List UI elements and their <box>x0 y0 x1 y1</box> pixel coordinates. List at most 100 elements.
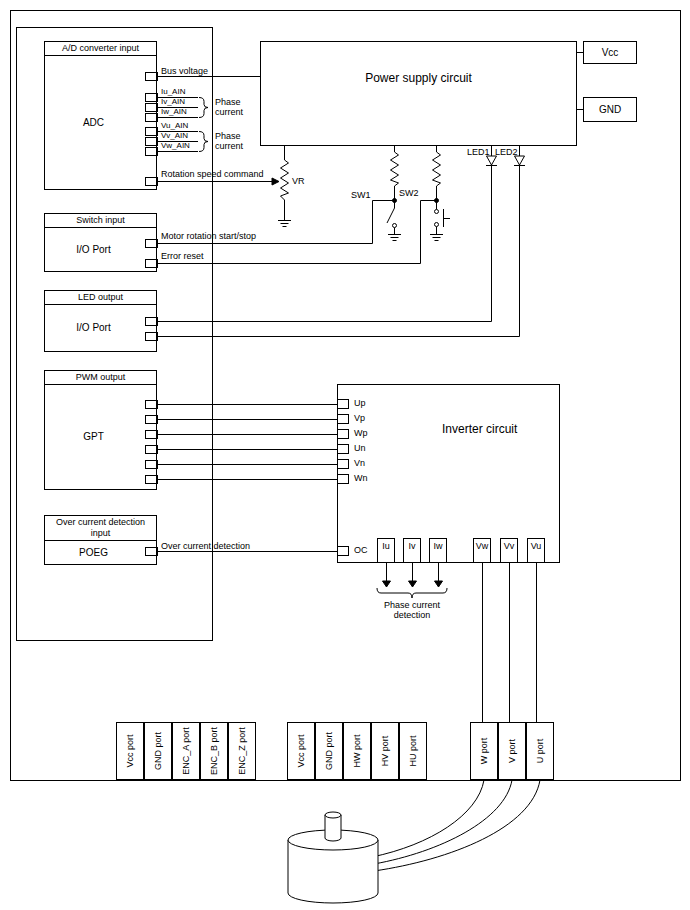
symbol-mark <box>435 199 439 203</box>
pin-label: Vn <box>354 458 365 468</box>
connector-port: HU port <box>399 722 427 780</box>
block-heading: A/D converter input <box>45 42 156 56</box>
signal-label: Motor rotation start/stop <box>161 231 256 241</box>
block-label: Vcc <box>602 47 619 59</box>
pin-terminal: Vw <box>473 538 492 563</box>
signal-label: Phase current <box>215 97 259 118</box>
port-label: HU port <box>408 735 418 766</box>
block-heading: PWM output <box>45 371 156 385</box>
connector-port: V port <box>498 722 526 780</box>
wire-connector <box>157 464 337 465</box>
pin-square <box>146 178 158 186</box>
pin-square <box>146 446 158 454</box>
signal-wire <box>157 201 437 264</box>
pin-terminal: Vn <box>337 459 349 469</box>
block-heading: Switch input <box>45 214 156 228</box>
pin-square <box>146 138 158 146</box>
wire-connector <box>157 551 337 552</box>
pin-terminal: OC <box>337 546 349 556</box>
pin-terminal: Vv <box>500 538 518 563</box>
motor-illustration <box>288 812 378 903</box>
pin-square <box>146 240 158 248</box>
pin-square <box>146 318 158 326</box>
pin-square <box>146 128 158 136</box>
pin-terminal: Iw <box>429 538 447 563</box>
signal-wire <box>374 780 512 864</box>
pin-label: Iu <box>382 541 390 551</box>
port-label: GND port <box>153 732 163 770</box>
pin-square <box>146 114 158 122</box>
pin-square <box>146 476 158 484</box>
signal-wire <box>386 563 387 581</box>
signal-wire <box>278 220 291 221</box>
mcu-function-block: PWM outputGPT <box>44 370 157 490</box>
signal-wire <box>157 201 395 244</box>
pin-terminal: Vp <box>337 414 349 424</box>
wire-connector <box>157 76 260 77</box>
pin-terminal: Vu <box>527 538 545 563</box>
motor-illustration <box>325 812 341 818</box>
signal-label: Vw_AIN <box>161 141 190 150</box>
signal-wire <box>436 227 437 235</box>
pin-square <box>146 548 158 556</box>
pin-label: Up <box>354 398 366 408</box>
wire-connector <box>482 563 483 722</box>
port-label: W port <box>479 738 489 765</box>
pin-label: Iv <box>408 541 415 551</box>
signal-label: LED2 <box>495 147 518 157</box>
pin-square <box>146 333 158 341</box>
pin-square <box>146 401 158 409</box>
pin-label: Iw <box>434 541 443 551</box>
port-label: HV port <box>380 736 390 767</box>
port-label: Vcc port <box>125 734 135 767</box>
block-heading: LED output <box>45 291 156 305</box>
wire-label: Bus voltage <box>161 66 208 76</box>
wire-connector <box>509 563 510 722</box>
wire-label: Over current detection <box>161 541 250 551</box>
mcu-function-block: LED outputI/O Port <box>44 290 157 352</box>
pin-label: Wp <box>354 428 368 438</box>
signal-wire <box>393 240 397 241</box>
component-symbol <box>514 165 525 166</box>
wire-connector <box>536 563 537 722</box>
board-outline <box>11 11 681 781</box>
port-label: GND port <box>324 732 334 770</box>
port-label: HW port <box>352 734 362 767</box>
signal-label: Rotation speed command <box>161 169 264 179</box>
symbol-mark <box>383 581 391 587</box>
signal-label: Error reset <box>161 251 204 261</box>
signal-label: SW1 <box>351 190 371 200</box>
block-label: POEG <box>79 547 108 559</box>
pin-square <box>146 148 158 156</box>
signal-label: Vv_AIN <box>161 131 188 140</box>
signal-label: LED1 <box>467 147 490 157</box>
symbol-mark <box>393 199 397 203</box>
mcu-function-block: Over current detection inputPOEG <box>44 515 157 565</box>
component-symbol <box>435 210 439 214</box>
port-label: ENC_Z port <box>237 727 247 775</box>
signal-wire <box>433 237 441 238</box>
mcu-function-block: A/D converter inputADC <box>44 41 157 190</box>
signal-wire <box>387 208 395 223</box>
signal-wire <box>412 563 413 581</box>
connector-port: ENC_B port <box>200 722 228 780</box>
connector-port: W port <box>470 722 498 780</box>
pin-square <box>146 431 158 439</box>
signal-wire <box>157 181 272 182</box>
block-label: ADC <box>83 117 104 129</box>
wire-connector <box>157 479 337 480</box>
signal-wire <box>157 151 198 152</box>
signal-wire <box>199 98 208 118</box>
connector-port: ENC_Z port <box>228 722 256 780</box>
port-label: V port <box>507 739 517 763</box>
pin-square <box>146 461 158 469</box>
pin-terminal: Wn <box>337 474 349 484</box>
mcu-function-block: Switch inputI/O Port <box>44 213 157 272</box>
signal-wire <box>157 146 492 322</box>
signal-label: VR <box>292 176 305 186</box>
port-label: ENC_B port <box>209 727 219 775</box>
pin-terminal: Up <box>337 399 349 409</box>
pin-square <box>146 94 158 102</box>
signal-wire <box>157 146 520 337</box>
